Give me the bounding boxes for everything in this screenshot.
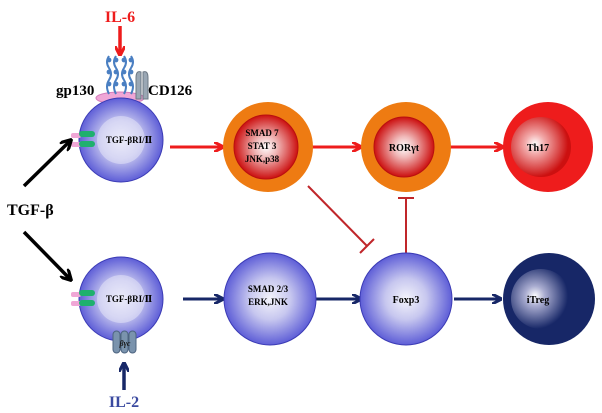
foxp3-cell: Foxp3 <box>359 252 453 346</box>
tgfb-receptor-cell-bottom: TGF-βRI/Ⅱ <box>78 256 164 342</box>
foxp3-label: Foxp3 <box>393 295 420 306</box>
smad23-cell: SMAD 2/3 ERK,JNK <box>223 252 317 346</box>
cd126-label: CD126 <box>148 83 193 99</box>
itreg-cell: iTreg <box>503 253 595 345</box>
smad7-line-3: JNK,p38 <box>245 154 280 164</box>
cd126-receptor-icon <box>135 71 149 100</box>
smad7-line-2: STAT 3 <box>248 141 277 151</box>
tgfb-receptor-icon-top <box>71 131 95 147</box>
il6-label: IL-6 <box>105 9 135 26</box>
tgfb-arrow-down <box>22 230 70 279</box>
receptor-top-label: TGF-βRI/Ⅱ <box>106 135 153 145</box>
th17-label: Th17 <box>527 143 549 154</box>
il2-receptor-icon: βγc <box>112 330 137 354</box>
smad7-line-1: SMAD 7 <box>245 128 279 138</box>
gp130-label: gp130 <box>56 83 94 99</box>
smad23-line-2: ERK,JNK <box>248 297 288 307</box>
smad23-line-1: SMAD 2/3 <box>248 284 289 294</box>
inhibit-smad7-to-foxp3 <box>307 185 375 254</box>
smad7-cell: SMAD 7 STAT 3 JNK,p38 <box>223 102 313 192</box>
ror-label: RORγt <box>389 143 420 154</box>
receptor-bottom-label: TGF-βRI/Ⅱ <box>106 294 153 304</box>
inhibit-foxp3-to-ror <box>398 197 414 254</box>
il2-label: IL-2 <box>109 394 139 411</box>
th17-cell: Th17 <box>503 102 593 192</box>
tgfb-receptor-cell-top: TGF-βRI/Ⅱ <box>78 97 164 183</box>
ror-cell: RORγt <box>361 102 451 192</box>
tgfb-receptor-icon-bottom <box>71 290 95 306</box>
il2-receptor-label: βγc <box>119 339 131 348</box>
tgfb-arrow-up <box>22 141 70 188</box>
itreg-label: iTreg <box>527 295 549 306</box>
tgfb-label: TGF-β <box>7 202 54 219</box>
